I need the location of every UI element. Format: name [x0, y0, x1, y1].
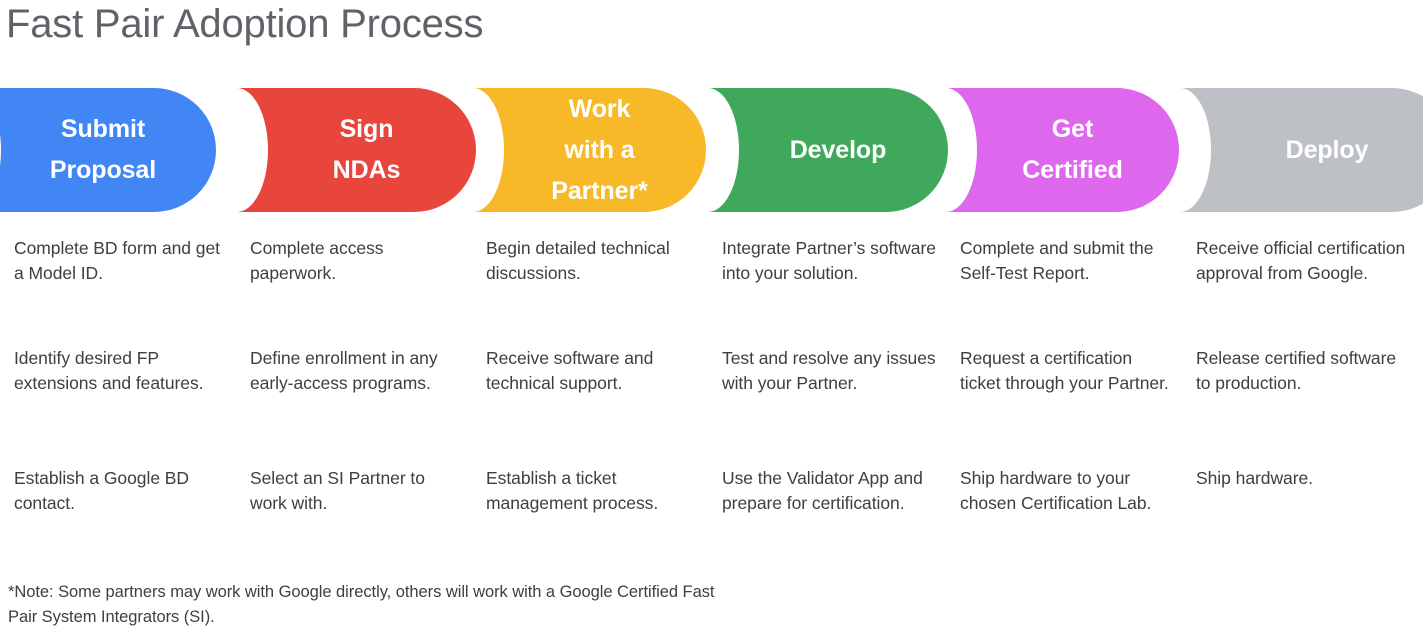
stage-banner-develop[interactable]: Develop [677, 88, 948, 212]
detail-item: Receive software and technical support. [486, 348, 654, 393]
stage-banner-shape [946, 88, 1179, 212]
footnote-note: *Note: Some partners may work with Googl… [8, 583, 715, 626]
detail-item: Identify desired FP extensions and featu… [14, 348, 204, 393]
detail-item: Complete BD form and get a Model ID. [14, 238, 220, 283]
stage-banner-label-line: Get [1051, 115, 1094, 143]
stage-banner-label-line: Proposal [49, 156, 157, 184]
stage-banner-shape [0, 88, 216, 212]
detail-item: Integrate Partner’s software into your s… [722, 238, 936, 283]
stage-banner-label: Work with a Partner* [525, 89, 653, 212]
stage-banner-label: Deploy [1260, 130, 1375, 171]
detail-item: Test and resolve any issues with your Pa… [722, 348, 936, 393]
stage-banner-label: Develop [764, 130, 893, 171]
stage-banner-work-with-a-partner[interactable]: Work with a Partner* [442, 88, 706, 212]
stage-banner-label-line: with a [564, 135, 635, 164]
stage-banner-label-line: NDAs [332, 156, 401, 184]
stage-banner-shape [473, 88, 706, 212]
detail-item: Select an SI Partner to work with. [250, 468, 425, 513]
stage-banner-label-line: Sign [339, 115, 394, 143]
stage-banner-notch [0, 88, 1, 212]
stage-banner-shape [708, 88, 948, 212]
detail-item: Begin detailed technical discussions. [486, 238, 670, 283]
stage-banner-notch [206, 88, 268, 212]
stage-banner-label-line: Develop [789, 135, 887, 164]
stage-banner-label-line: Partner* [551, 176, 648, 205]
detail-item: Use the Validator App and prepare for ce… [722, 468, 923, 513]
stage-banner-label-line: Work [568, 94, 631, 123]
detail-item: Request a certification ticket through y… [960, 348, 1169, 393]
process-detail-columns: Complete BD form and get a Model ID. Iden… [0, 236, 1423, 566]
stage-banner-shape [1180, 88, 1423, 212]
detail-item: Release certified software to production… [1196, 348, 1397, 393]
detail-item: Ship hardware to your chosen Certificati… [960, 468, 1152, 513]
detail-item: Establish a ticket management process. [486, 468, 659, 513]
detail-item: Define enrollment in any early-access pr… [250, 348, 438, 393]
page-title: Fast Pair Adoption Process [6, 2, 484, 46]
detail-item: Complete and submit the Self-Test Report… [960, 238, 1154, 283]
stage-banner-deploy[interactable]: Deploy [1149, 88, 1423, 212]
stage-banner-label-line: Submit [60, 115, 146, 143]
stage-banner-label-line: Certified [1022, 156, 1123, 184]
detail-item: Establish a Google BD contact. [14, 468, 190, 513]
stage-banner-label-line: Deploy [1285, 135, 1369, 164]
detail-item: Complete access paperwork. [250, 238, 384, 283]
detail-item: Receive official certification approval … [1196, 238, 1406, 283]
stage-banner-shape [237, 88, 476, 212]
detail-item: Ship hardware. [1196, 468, 1314, 488]
